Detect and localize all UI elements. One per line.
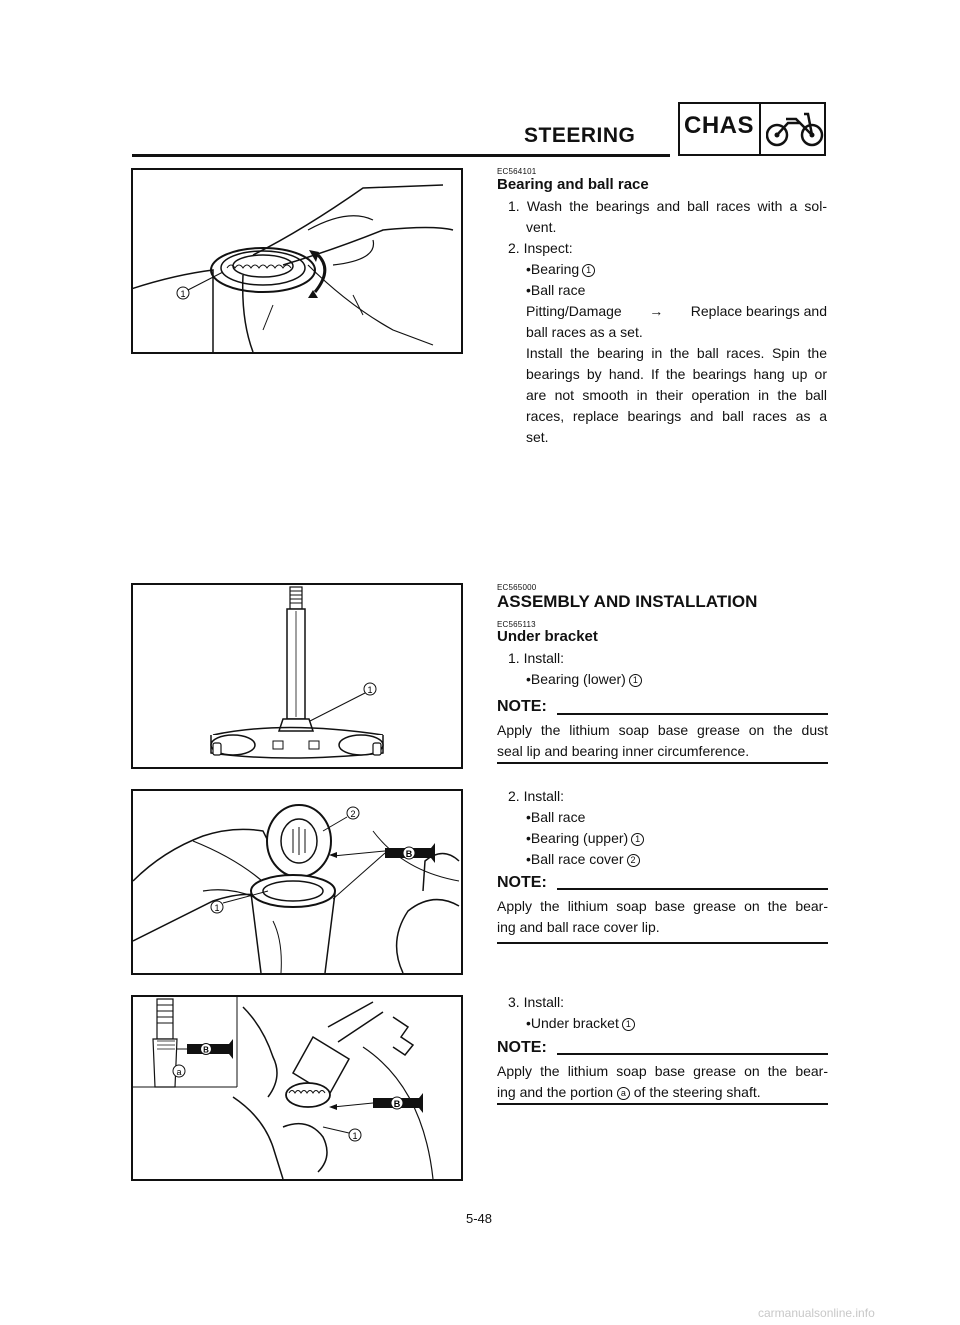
note-text: Apply the lithium soap base grease on th… xyxy=(497,898,828,914)
note-label: NOTE: xyxy=(497,1039,547,1056)
header-rule xyxy=(132,154,670,157)
note-text: seal lip and bearing inner circumference… xyxy=(497,743,750,759)
subsection-heading: Under bracket xyxy=(497,628,598,645)
grease-symbol: B xyxy=(203,1046,209,1055)
figure-callout: 1 xyxy=(214,903,219,913)
note-text: ing and the portion a of the steering sh… xyxy=(497,1084,761,1100)
step-text: 2. Inspect: xyxy=(508,240,573,256)
callout-ref: 2 xyxy=(626,854,640,867)
figure-callout: 1 xyxy=(352,1131,357,1141)
install-text: set. xyxy=(526,429,549,445)
subsection-code: EC565113 xyxy=(497,620,536,629)
figure-callout: 1 xyxy=(367,685,372,695)
callout-ref: a xyxy=(616,1087,630,1100)
bullet-item: •Bearing (lower)1 xyxy=(526,669,642,690)
step-text: 1. Install: xyxy=(508,650,565,666)
note-text: Apply the lithium soap base grease on th… xyxy=(497,1063,828,1079)
grease-symbol: B xyxy=(394,1099,401,1109)
section-heading: Bearing and ball race xyxy=(497,176,649,193)
callout-ref: 1 xyxy=(631,833,645,846)
figure-callout: 2 xyxy=(350,809,355,819)
note-rule xyxy=(557,1053,828,1055)
motorcycle-icon xyxy=(765,110,824,153)
arrow-icon: → xyxy=(649,303,664,319)
note-rule xyxy=(557,713,828,715)
ball-race-install-figure: B 2 1 xyxy=(131,789,463,975)
install-text: are not smooth in their operation in the… xyxy=(526,387,827,403)
note-rule xyxy=(557,888,828,890)
chapter-badge-label: CHAS xyxy=(684,112,755,139)
note-text: ing and ball race cover lip. xyxy=(497,919,660,935)
note-label: NOTE: xyxy=(497,698,547,715)
note-text: Apply the lithium soap base grease on th… xyxy=(497,722,828,738)
figure-callout: a xyxy=(176,1067,181,1077)
chapter-badge xyxy=(678,102,826,156)
step-text: vent. xyxy=(526,219,557,235)
callout-ref: 1 xyxy=(628,674,642,687)
install-text: Install the bearing in the ball races. S… xyxy=(526,345,827,361)
bullet-item: •Ball race xyxy=(526,809,586,825)
chapter-badge-divider xyxy=(759,102,761,156)
install-text: races, replace bearings and ball races a… xyxy=(526,408,827,424)
note-rule xyxy=(497,942,828,944)
step-text: 1. Wash the bearings and ball races with… xyxy=(508,198,827,214)
step-text: 2. Install: xyxy=(508,788,565,804)
section-code: EC564101 xyxy=(497,167,537,176)
page-number: 5-48 xyxy=(466,1211,493,1226)
watermark-footer: carmanualsonline.info xyxy=(758,1306,875,1320)
section-code: EC565000 xyxy=(497,583,537,592)
install-text: bearings by hand. If the bearings hang u… xyxy=(526,366,827,382)
note-label: NOTE: xyxy=(497,874,547,891)
under-bracket-install-figure: B a B 1 xyxy=(131,995,463,1181)
bullet-item: •Ball race xyxy=(526,282,586,298)
step-text: 3. Install: xyxy=(508,994,565,1010)
steering-stem-figure: 1 xyxy=(131,583,463,769)
callout-ref: 1 xyxy=(621,1018,635,1031)
bearing-inspection-figure: 1 xyxy=(131,168,463,354)
page-title: STEERING xyxy=(524,124,636,147)
result-text: Pitting/Damage → Replace bearings and xyxy=(526,301,827,322)
bullet-item: •Bearing (upper)1 xyxy=(526,828,645,849)
section-heading: ASSEMBLY AND INSTALLATION xyxy=(497,592,758,611)
note-rule xyxy=(497,762,828,764)
callout-ref: 1 xyxy=(582,264,596,277)
result-text: ball races as a set. xyxy=(526,324,643,340)
grease-symbol: B xyxy=(406,849,413,859)
note-rule xyxy=(497,1103,828,1105)
figure-callout: 1 xyxy=(180,289,185,299)
